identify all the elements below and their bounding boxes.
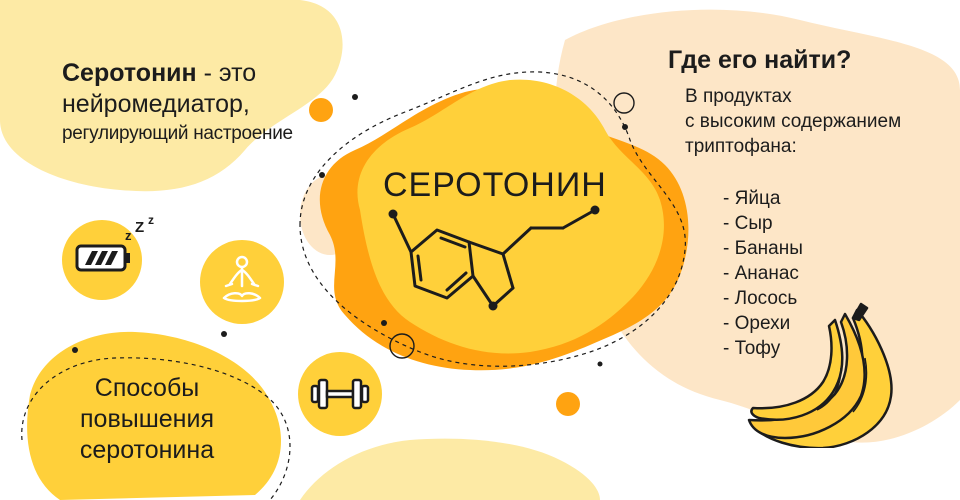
dashed-outline-bottom-left xyxy=(21,357,291,500)
ways-line: повышения xyxy=(80,405,214,433)
serotonin-molecule-icon xyxy=(388,205,600,311)
black-dot-5 xyxy=(381,320,387,326)
ring-top xyxy=(613,92,635,114)
food-list: - Яйца - Сыр - Бананы - Ананас - Лосось … xyxy=(723,186,803,361)
dumbbell-icon xyxy=(298,352,382,436)
meditation-icon xyxy=(200,240,284,324)
where-title: Где его найти? xyxy=(668,46,852,74)
svg-text:Z: Z xyxy=(135,219,144,236)
food-item: - Сыр xyxy=(723,213,773,234)
ways-line: серотонина xyxy=(79,436,215,464)
ways-line: Способы xyxy=(94,374,200,402)
orange-dot-1 xyxy=(309,98,333,122)
food-item: - Бананы xyxy=(723,238,803,259)
intro-line-2: нейромедиатор, xyxy=(62,90,250,118)
black-dot-6 xyxy=(72,347,78,353)
yellow-blob-bottom-left xyxy=(27,331,282,500)
where-desc-line: с высоким содержанием xyxy=(685,111,902,132)
intro-term-rest: - это xyxy=(196,59,257,87)
banana-icon xyxy=(747,302,893,448)
where-desc-line: триптофана: xyxy=(685,136,797,157)
black-dot-1 xyxy=(352,94,358,100)
battery-sleep-icon: z Z z xyxy=(62,213,154,300)
black-dot-3 xyxy=(622,124,628,130)
intro-heading: Серотонин - это xyxy=(62,58,256,88)
yellow-blob-center xyxy=(357,79,664,354)
ways-heading: Способы повышения серотонина xyxy=(42,373,252,466)
dashed-outline-center xyxy=(299,71,686,367)
intro-term: Серотонин xyxy=(62,59,197,87)
black-dot-7 xyxy=(597,361,603,367)
pale-blob-bottom xyxy=(300,438,600,500)
intro-line-3: регулирующий настроение xyxy=(62,123,293,144)
black-dot-4 xyxy=(221,331,227,337)
ring-bottom xyxy=(389,333,415,359)
svg-text:z: z xyxy=(125,228,132,243)
black-dot-2 xyxy=(319,172,325,178)
center-title: СЕРОТОНИН xyxy=(383,166,607,204)
food-item: - Орехи xyxy=(723,313,791,334)
svg-text:z: z xyxy=(148,213,154,227)
food-item: - Лосось xyxy=(723,288,798,309)
where-description: В продуктах с высоким содержанием трипто… xyxy=(685,84,901,159)
food-item: - Ананас xyxy=(723,263,799,284)
food-item: - Яйца xyxy=(723,188,781,209)
pale-yellow-blob-top-left xyxy=(0,0,343,192)
where-desc-line: В продуктах xyxy=(685,86,792,107)
orange-dot-2 xyxy=(556,392,580,416)
food-item: - Тофу xyxy=(723,338,781,359)
